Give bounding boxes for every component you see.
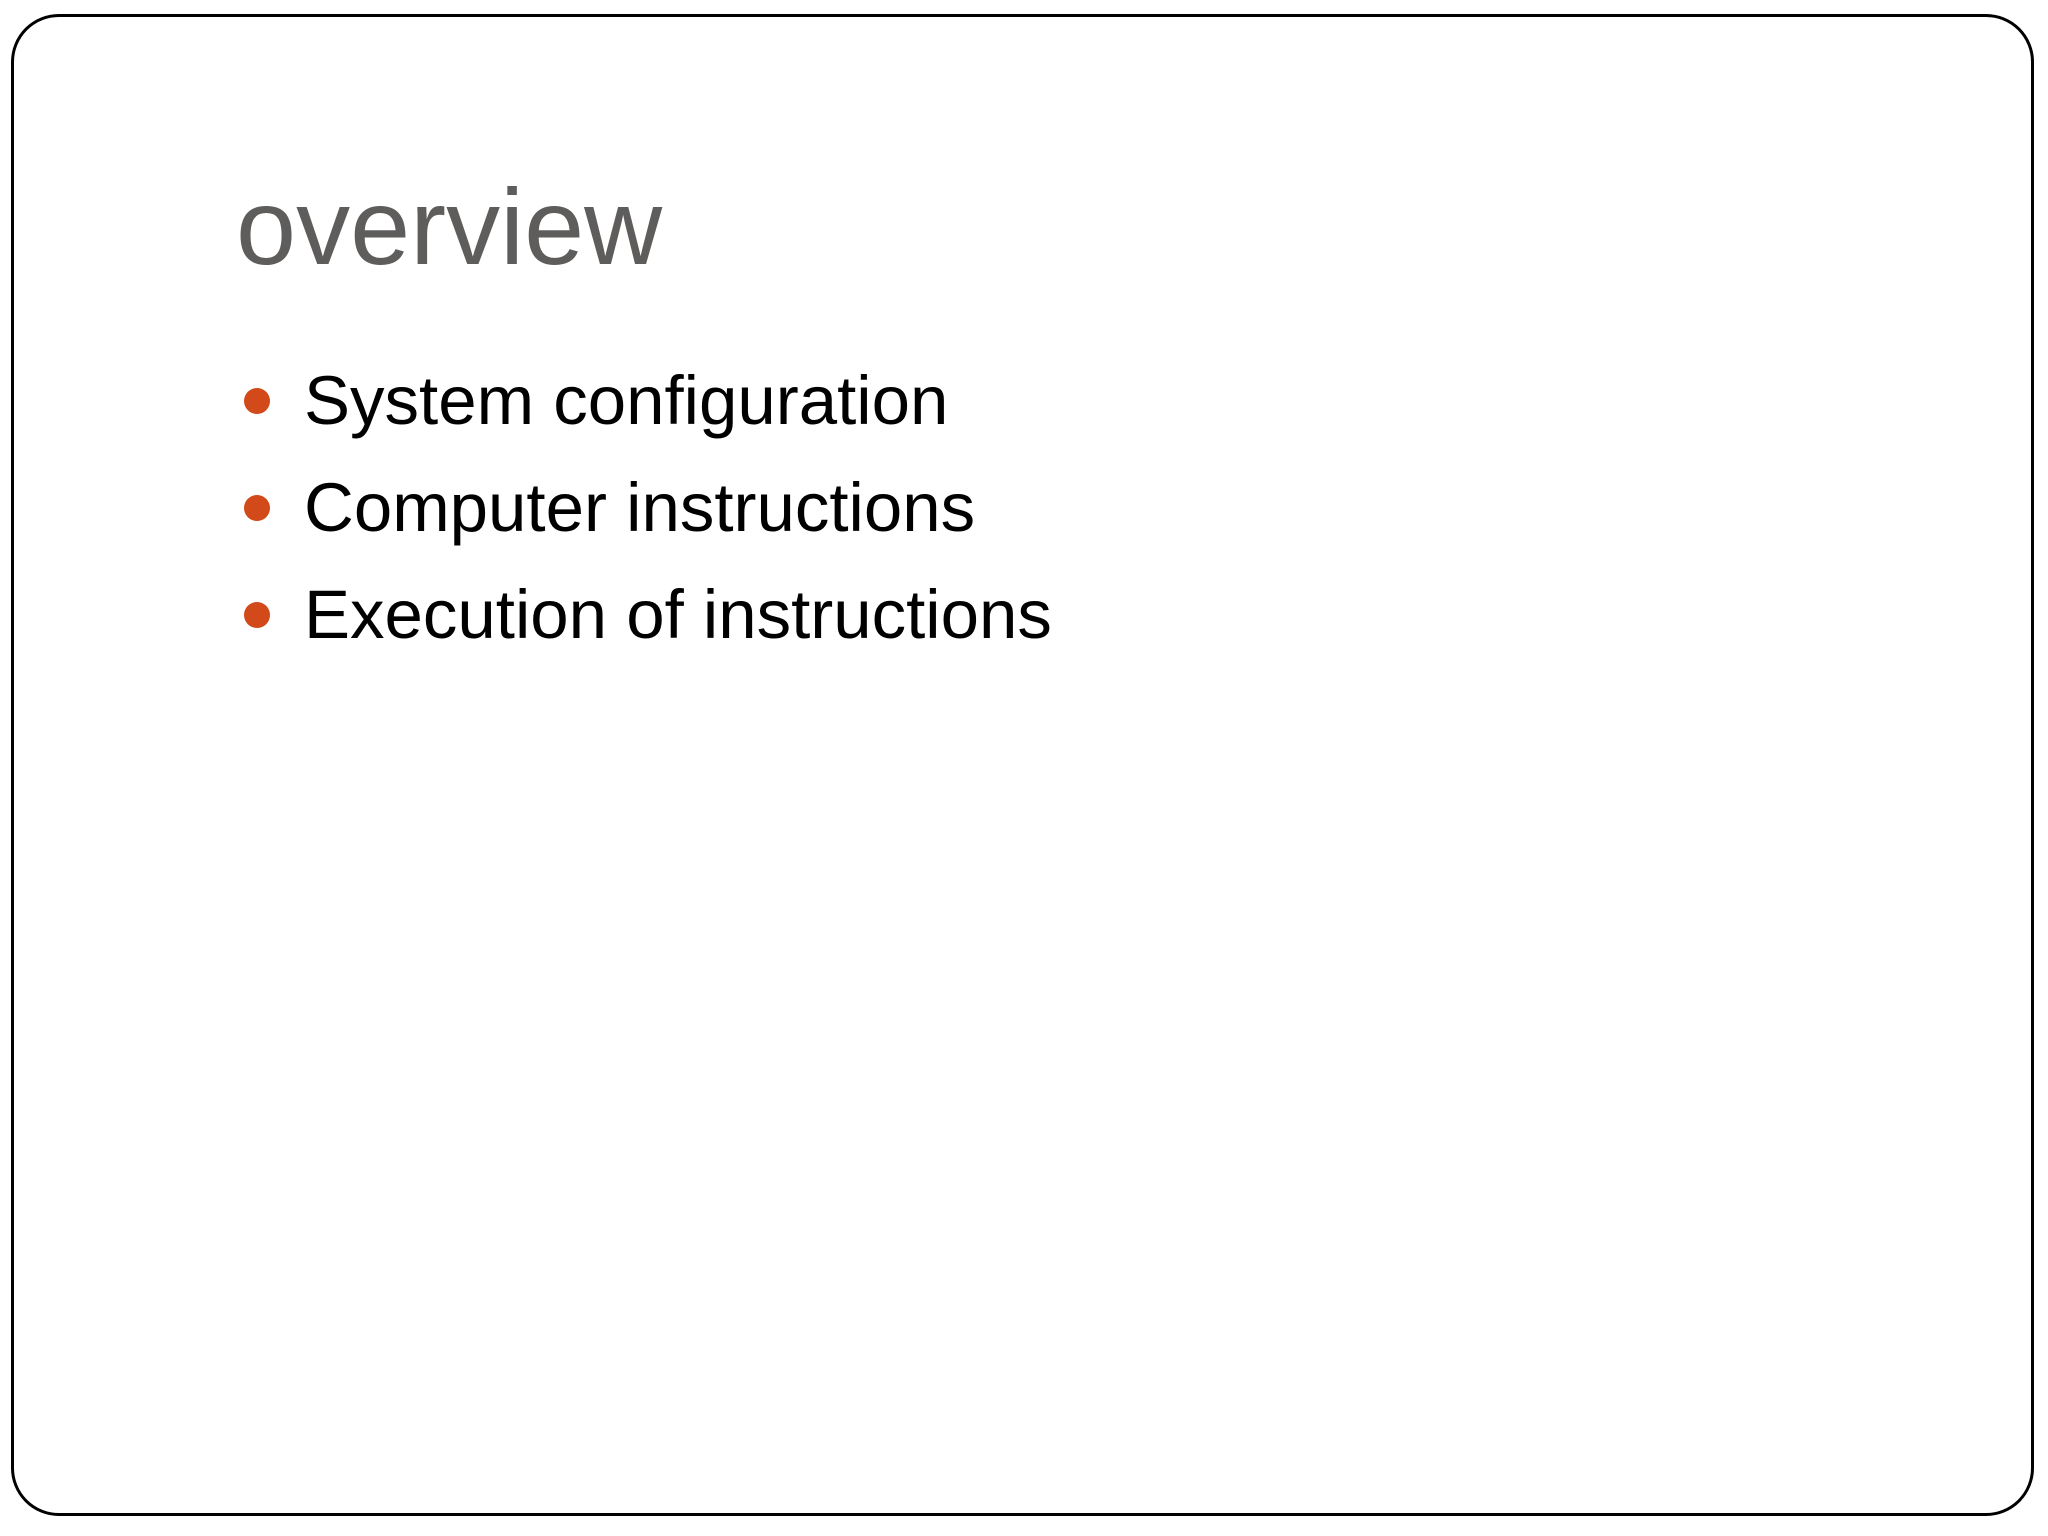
list-item[interactable]: Execution of instructions [236, 561, 1936, 668]
list-item[interactable]: System configuration [236, 347, 1936, 454]
list-item[interactable]: Computer instructions [236, 454, 1936, 561]
bullet-dot-icon [244, 601, 270, 628]
list-item-label: Execution of instructions [304, 575, 1052, 653]
bullet-dot-icon [244, 494, 270, 521]
bullet-dot-icon [244, 387, 270, 414]
list-item-label: Computer instructions [304, 468, 976, 546]
slide-frame: overview System configuration Computer i… [11, 14, 2034, 1516]
bullet-list: System configuration Computer instructio… [236, 347, 1936, 668]
page-title: overview [236, 166, 663, 287]
slide-empty-area [236, 677, 1936, 1477]
list-item-label: System configuration [304, 361, 949, 439]
